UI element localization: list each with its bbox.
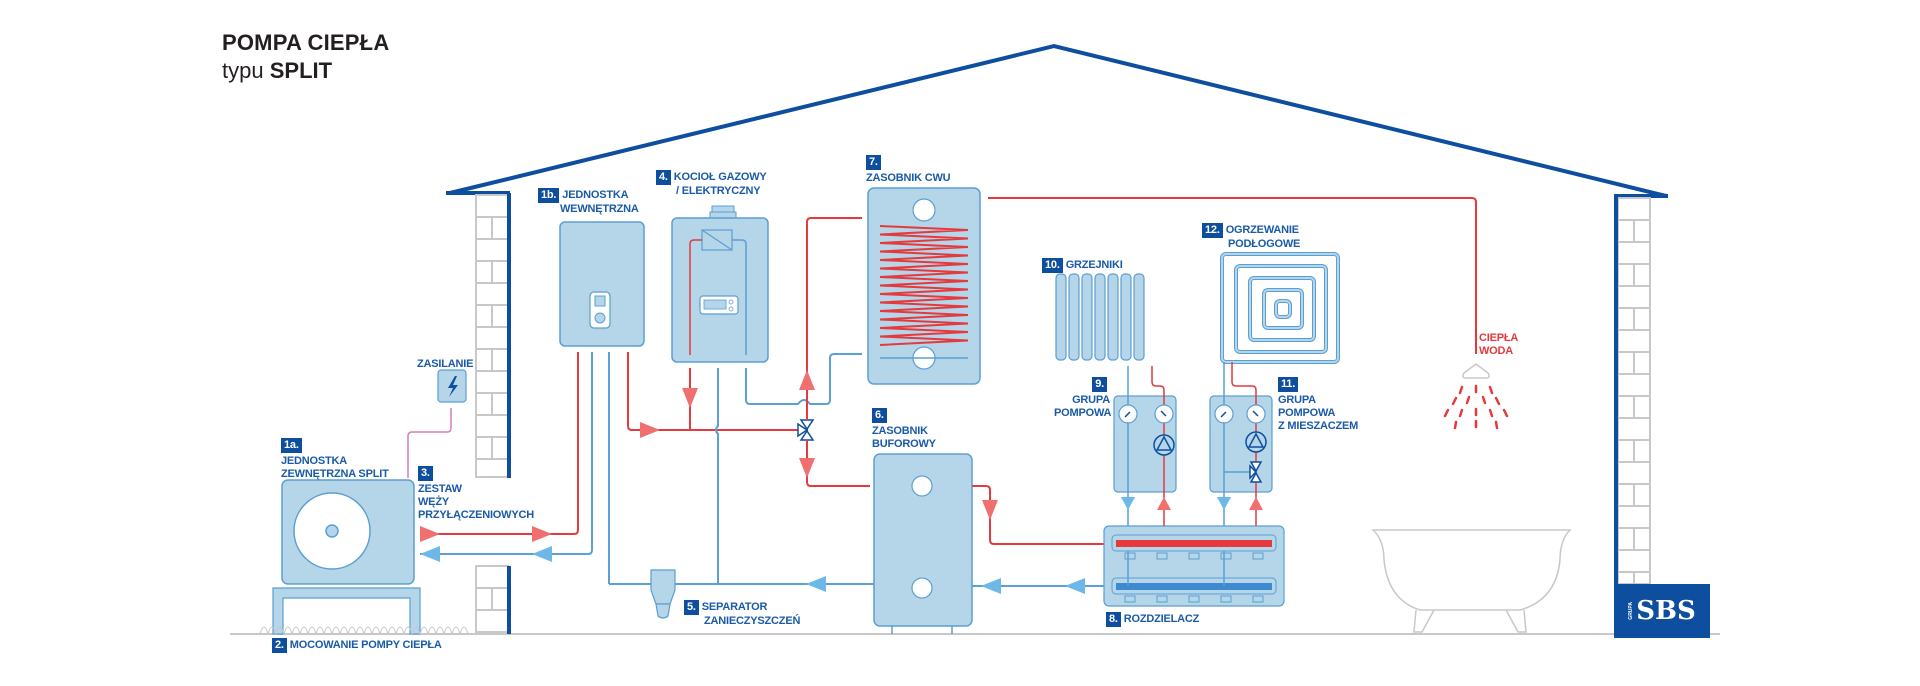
label-2-line1: MOCOWANIE POMPY CIEPŁA: [289, 639, 442, 651]
label-hot-water-line1: CIEPŁA: [1479, 332, 1519, 344]
subtitle-bold: SPLIT: [269, 58, 333, 83]
label-hot-water-line2: WODA: [1479, 345, 1514, 357]
three-way-valve: [797, 419, 815, 441]
badge-11: 11.: [1278, 377, 1299, 392]
hot-riser-to-dhw: [799, 217, 870, 487]
label-3-line2: WĘŻY: [418, 496, 449, 508]
floor-heating-coil: [1220, 252, 1340, 364]
dirt-separator: [650, 569, 676, 619]
bathtub: [1371, 529, 1572, 633]
badge-8: 8.: [1106, 612, 1121, 627]
badge-1b: 1b.: [538, 188, 560, 203]
pump-mounting-stand: [259, 587, 469, 636]
badge-5: 5.: [684, 600, 699, 615]
power-supply-box: [407, 369, 467, 478]
label-6-line2: BUFOROWY: [872, 438, 936, 450]
hot-water-line: [988, 197, 1477, 354]
wall-left-upper: [475, 193, 511, 478]
badge-4: 4.: [656, 170, 671, 185]
arrow-down: [982, 500, 998, 520]
label-6: 6. ZASOBNIK BUFOROWY: [872, 408, 936, 451]
subtitle-prefix: typu: [222, 58, 264, 83]
lightning-icon: [448, 376, 458, 397]
grass: [259, 626, 469, 636]
label-3-line3: PRZYŁĄCZENIOWYCH: [418, 509, 534, 521]
wall-right: [1614, 196, 1651, 585]
label-5-line1: SEPARATOR: [701, 601, 768, 613]
gas-boiler: [671, 205, 769, 363]
dhw-tank: [867, 187, 981, 385]
label-1b-line2: WEWNĘTRZNA: [560, 203, 639, 215]
return-line: [609, 576, 1108, 594]
badge-12: 12.: [1202, 223, 1223, 238]
label-7-line1: ZASOBNIK CWU: [866, 172, 951, 184]
page-subtitle: typu SPLIT: [222, 58, 332, 84]
badge-1a: 1a.: [281, 438, 302, 453]
label-4-line2: / ELEKTRYCZNY: [676, 185, 761, 197]
label-11-line2: POMPOWA: [1278, 407, 1336, 419]
label-1b: 1b.JEDNOSTKA WEWNĘTRZNA: [538, 188, 639, 216]
outdoor-unit: [281, 479, 415, 585]
logo-small-text: GRUPA: [1628, 602, 1635, 620]
radiator: [1055, 273, 1145, 361]
badge-9: 9.: [1092, 377, 1107, 392]
buffer-tank: [873, 453, 973, 634]
badge-10: 10.: [1042, 258, 1063, 273]
badge-6: 6.: [872, 408, 887, 423]
label-power: ZASILANIE: [417, 358, 474, 370]
badge-3: 3.: [418, 466, 433, 481]
label-1b-line1: JEDNOSTKA: [562, 189, 629, 201]
badge-7: 7.: [866, 155, 881, 170]
label-7: 7. ZASOBNIK CWU: [866, 155, 951, 185]
label-3-line1: ZESTAW: [418, 483, 462, 495]
label-12-line2: PODŁOGOWE: [1228, 238, 1301, 250]
label-5-line2: ZANIECZYSZCZEŃ: [704, 615, 801, 627]
house-roof: [449, 43, 1667, 198]
label-hot-water: CIEPŁA WODA: [1479, 332, 1518, 358]
label-6-line1: ZASOBNIK: [872, 425, 928, 437]
label-1a-line1: JEDNOSTKA: [281, 455, 348, 467]
label-3: 3. ZESTAW WĘŻY PRZYŁĄCZENIOWYCH: [418, 466, 534, 522]
label-11-line3: Z MIESZACZEM: [1278, 420, 1359, 432]
label-11: 11. GRUPA POMPOWA Z MIESZACZEM: [1278, 377, 1358, 433]
pump-group: [1113, 374, 1177, 526]
label-11-line1: GRUPA: [1278, 394, 1316, 406]
boiler-pipes: [682, 353, 862, 584]
indoor-unit-pipes: [608, 352, 800, 584]
label-4-line1: KOCIOŁ GAZOWY: [673, 171, 767, 183]
mixing-pump-group: [1209, 374, 1273, 526]
buffer-hot-supply: [972, 485, 1118, 545]
label-8-line1: ROZDZIELACZ: [1123, 613, 1200, 625]
label-12: 12.OGRZEWANIE PODŁOGOWE: [1202, 223, 1300, 251]
label-9-line2: POMPOWA: [1054, 407, 1112, 419]
label-2: 2.MOCOWANIE POMPY CIEPŁA: [272, 638, 442, 653]
label-1a-line2: ZEWNĘTRZNA SPLIT: [281, 468, 389, 480]
label-12-line1: OGRZEWANIE: [1225, 224, 1299, 236]
label-5: 5.SEPARATOR ZANIECZYSZCZEŃ: [684, 600, 800, 628]
logo-text: SBS: [1636, 596, 1696, 626]
label-8: 8.ROZDZIELACZ: [1106, 612, 1199, 627]
sbs-logo: GRUPA SBS: [1614, 584, 1710, 638]
power-cable: [407, 408, 452, 478]
label-9: 9. GRUPA POMPOWA: [1054, 377, 1112, 420]
shower-head: [1443, 363, 1509, 430]
label-4: 4.KOCIOŁ GAZOWY / ELEKTRYCZNY: [656, 170, 767, 198]
label-1a: 1a. JEDNOSTKA ZEWNĘTRZNA SPLIT: [281, 438, 389, 481]
connection-hoses: [420, 352, 593, 562]
label-10-line1: GRZEJNIKI: [1065, 259, 1123, 271]
label-10: 10.GRZEJNIKI: [1042, 258, 1123, 273]
manifold: [1103, 525, 1285, 607]
page-title: POMPA CIEPŁA: [222, 30, 390, 55]
indoor-unit: [559, 221, 645, 347]
label-9-line1: GRUPA: [1072, 394, 1110, 406]
wall-left-lower: [475, 565, 511, 635]
badge-2: 2.: [272, 638, 287, 653]
